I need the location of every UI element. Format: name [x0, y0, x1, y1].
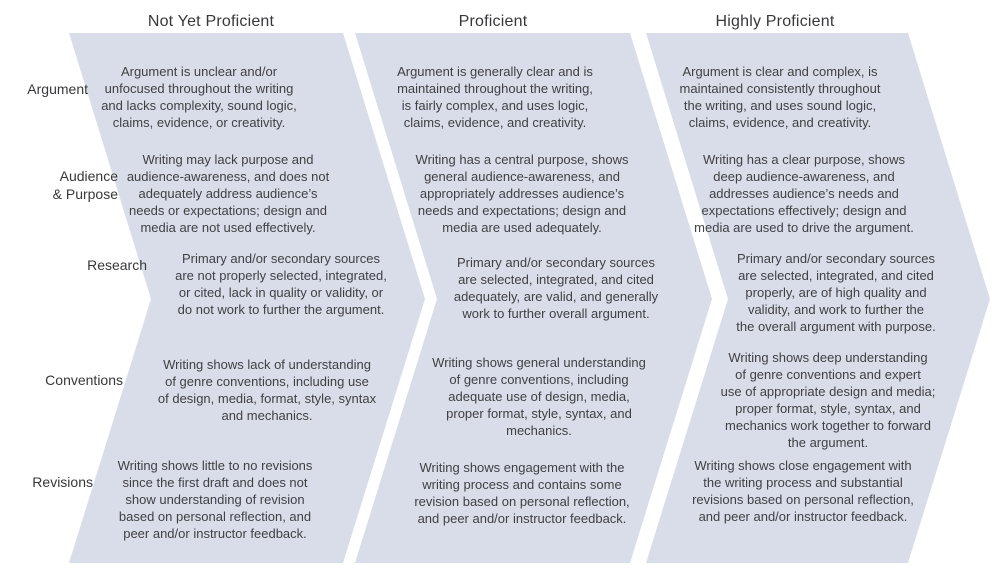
- cell-audience-purpose-not-yet-proficient: Writing may lack purpose and audience-aw…: [126, 152, 330, 235]
- chevron-band-proficient: [355, 33, 712, 563]
- row-label-conventions: Conventions: [45, 372, 123, 388]
- cell-conventions-not-yet-proficient: Writing shows lack of understanding of g…: [157, 357, 377, 423]
- column-header-highly-proficient: Highly Proficient: [715, 13, 835, 30]
- cell-conventions-proficient: Writing shows general understanding of g…: [432, 355, 646, 438]
- chevron-band-highly-proficient: [646, 33, 990, 563]
- cell-research-proficient: Primary and/or secondary sources are sel…: [453, 255, 659, 321]
- row-label-revisions: Revisions: [32, 474, 93, 490]
- column-header-not-yet-proficient: Not Yet Proficient: [147, 13, 275, 30]
- cell-research-not-yet-proficient: Primary and/or secondary sources are not…: [175, 251, 387, 317]
- cell-argument-highly-proficient: Argument is clear and complex, is mainta…: [679, 64, 881, 130]
- cell-revisions-proficient: Writing shows engagement with the writin…: [414, 460, 630, 526]
- row-label-argument: Argument: [27, 81, 88, 97]
- row-label-research: Research: [87, 257, 147, 273]
- cell-argument-proficient: Argument is generally clear and is maint…: [397, 64, 593, 130]
- cell-argument-not-yet-proficient: Argument is unclear and/or unfocused thr…: [101, 64, 297, 130]
- cell-conventions-highly-proficient: Writing shows deep understanding of genr…: [720, 350, 936, 450]
- cell-audience-purpose-proficient: Writing has a central purpose, shows gen…: [415, 152, 629, 235]
- cell-audience-purpose-highly-proficient: Writing has a clear purpose, shows deep …: [694, 152, 914, 235]
- cell-research-highly-proficient: Primary and/or secondary sources are sel…: [736, 251, 936, 334]
- chevron-band-not-yet-proficient: [69, 33, 425, 563]
- column-header-proficient: Proficient: [458, 13, 528, 30]
- row-label-audience-purpose: Audience & Purpose: [52, 168, 118, 202]
- cell-revisions-highly-proficient: Writing shows close engagement with the …: [692, 458, 914, 524]
- cell-revisions-not-yet-proficient: Writing shows little to no revisions sin…: [117, 458, 313, 541]
